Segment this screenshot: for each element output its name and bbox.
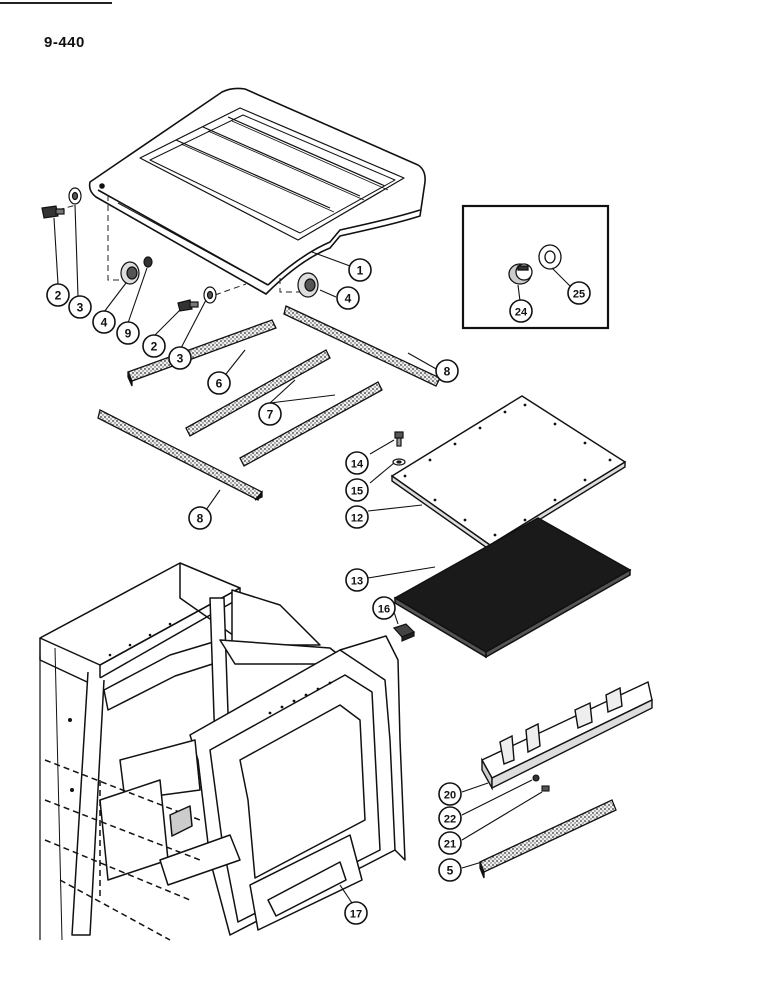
callout-4: 4	[92, 310, 116, 334]
trim-rail	[481, 680, 653, 791]
callout-25: 25	[567, 281, 591, 305]
leader-lines	[53, 204, 571, 904]
svg-text:1: 1	[357, 264, 364, 278]
roof-liner-panel	[390, 395, 627, 552]
callout-8: 8	[188, 506, 212, 530]
svg-text:6: 6	[216, 377, 223, 391]
callout-16: 16	[372, 596, 396, 620]
callout-13: 13	[345, 568, 369, 592]
svg-text:14: 14	[351, 459, 364, 471]
callout-22: 22	[438, 806, 462, 830]
callout-12: 12	[345, 505, 369, 529]
clip-16	[392, 623, 416, 642]
svg-text:22: 22	[444, 814, 456, 826]
callout-8: 8	[435, 359, 459, 383]
callout-1: 1	[348, 258, 372, 282]
svg-text:17: 17	[350, 909, 362, 921]
foam-strips	[97, 305, 441, 501]
svg-text:16: 16	[378, 604, 390, 616]
svg-text:15: 15	[351, 486, 363, 498]
page-number: 9-440	[44, 34, 85, 51]
svg-text:5: 5	[447, 864, 454, 878]
svg-text:21: 21	[444, 839, 456, 851]
hardware-left	[41, 187, 319, 312]
callout-15: 15	[345, 478, 369, 502]
svg-text:2: 2	[151, 340, 158, 354]
foam-strip-5	[479, 799, 617, 879]
svg-text:12: 12	[351, 513, 363, 525]
callout-5: 5	[438, 858, 462, 882]
roof-panel	[88, 87, 426, 295]
svg-text:25: 25	[573, 289, 585, 301]
callout-24: 24	[509, 299, 533, 323]
svg-text:8: 8	[444, 365, 451, 379]
screw-washer-14-15	[392, 431, 406, 466]
detail-inset-box	[461, 204, 610, 330]
svg-text:8: 8	[197, 512, 204, 526]
svg-text:3: 3	[77, 301, 84, 315]
svg-text:9: 9	[125, 327, 132, 341]
svg-text:4: 4	[345, 292, 352, 306]
callout-3: 3	[168, 346, 192, 370]
svg-text:24: 24	[515, 307, 528, 319]
callout-20: 20	[438, 782, 462, 806]
callout-17: 17	[344, 901, 368, 925]
svg-text:7: 7	[267, 408, 274, 422]
callout-7: 7	[258, 402, 282, 426]
headliner-mat	[393, 517, 632, 659]
svg-text:4: 4	[101, 316, 108, 330]
callout-21: 21	[438, 831, 462, 855]
callout-3: 3	[68, 295, 92, 319]
cab-frame	[39, 562, 406, 941]
callout-4: 4	[336, 286, 360, 310]
washer-part	[538, 244, 562, 270]
svg-text:2: 2	[55, 289, 62, 303]
plug-part	[508, 263, 533, 285]
callout-2: 2	[142, 334, 166, 358]
svg-text:20: 20	[444, 790, 456, 802]
header-rule	[0, 2, 112, 4]
callout-2: 2	[46, 283, 70, 307]
callout-6: 6	[207, 371, 231, 395]
svg-text:3: 3	[177, 352, 184, 366]
svg-text:13: 13	[351, 576, 363, 588]
callout-14: 14	[345, 451, 369, 475]
screw-21-22	[532, 774, 550, 792]
callout-9: 9	[116, 321, 140, 345]
